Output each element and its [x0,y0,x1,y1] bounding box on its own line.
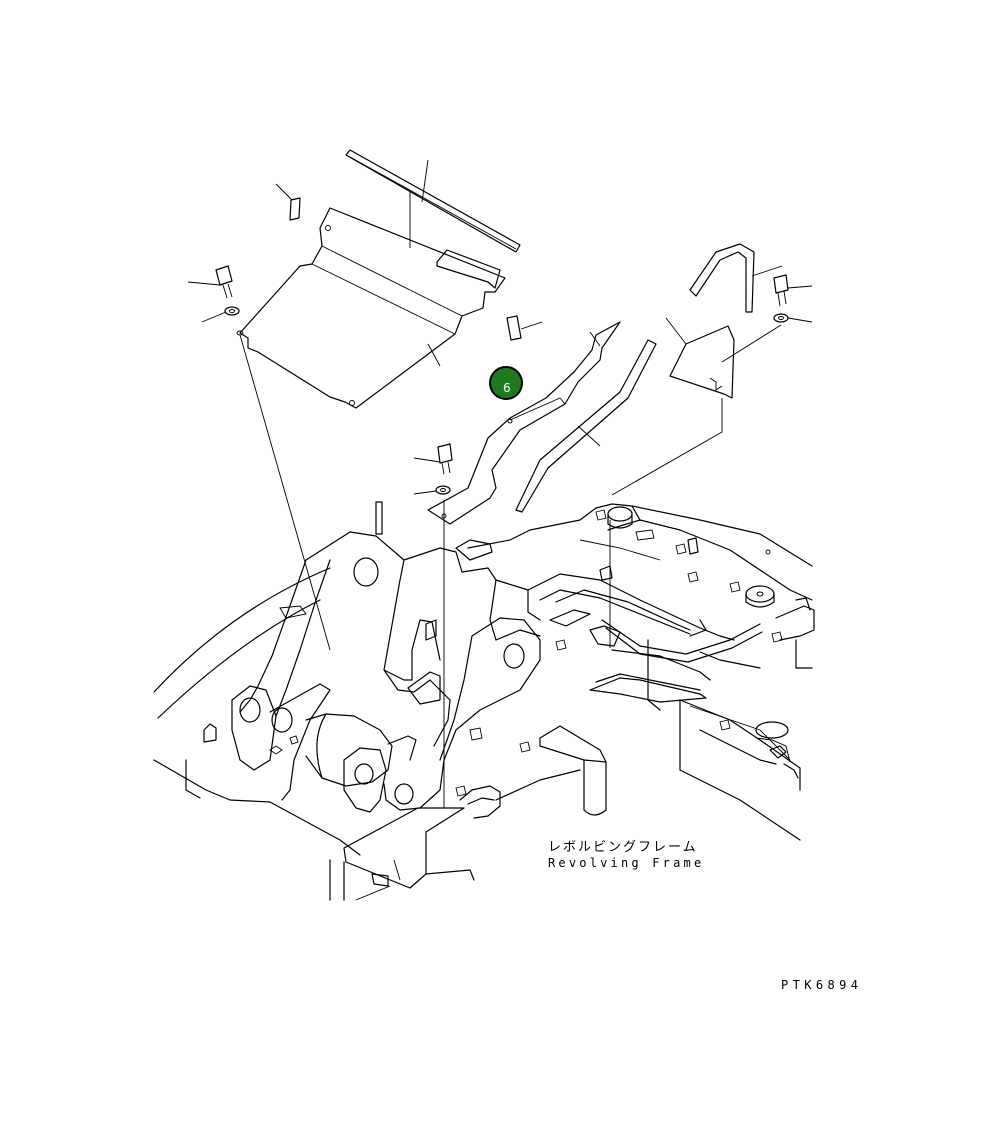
bolt-left [187,265,233,299]
cushion-right [506,315,543,341]
bolt-middle [413,443,453,475]
callout-6-badge [491,368,521,398]
right-bracket-cover [665,317,735,399]
washer-right [773,313,813,323]
washer-left [201,306,244,336]
drawing-code: PTK6894 [781,978,863,992]
frame-label-japanese: レボルビングフレーム [548,840,698,855]
cover-part-6 [427,321,621,525]
upper-strip-part [345,149,521,253]
upper-cover-plate [239,190,506,409]
frame-label-english: Revolving Frame [548,856,705,870]
cushion-left [275,183,301,221]
handle-part [689,243,783,313]
middle-strip-part [515,339,657,513]
revolving-frame [153,501,815,901]
callout-6-number: 6 [503,381,511,395]
bolt-right [773,274,813,307]
assembly-lines [239,324,782,808]
washer-middle [413,485,451,495]
